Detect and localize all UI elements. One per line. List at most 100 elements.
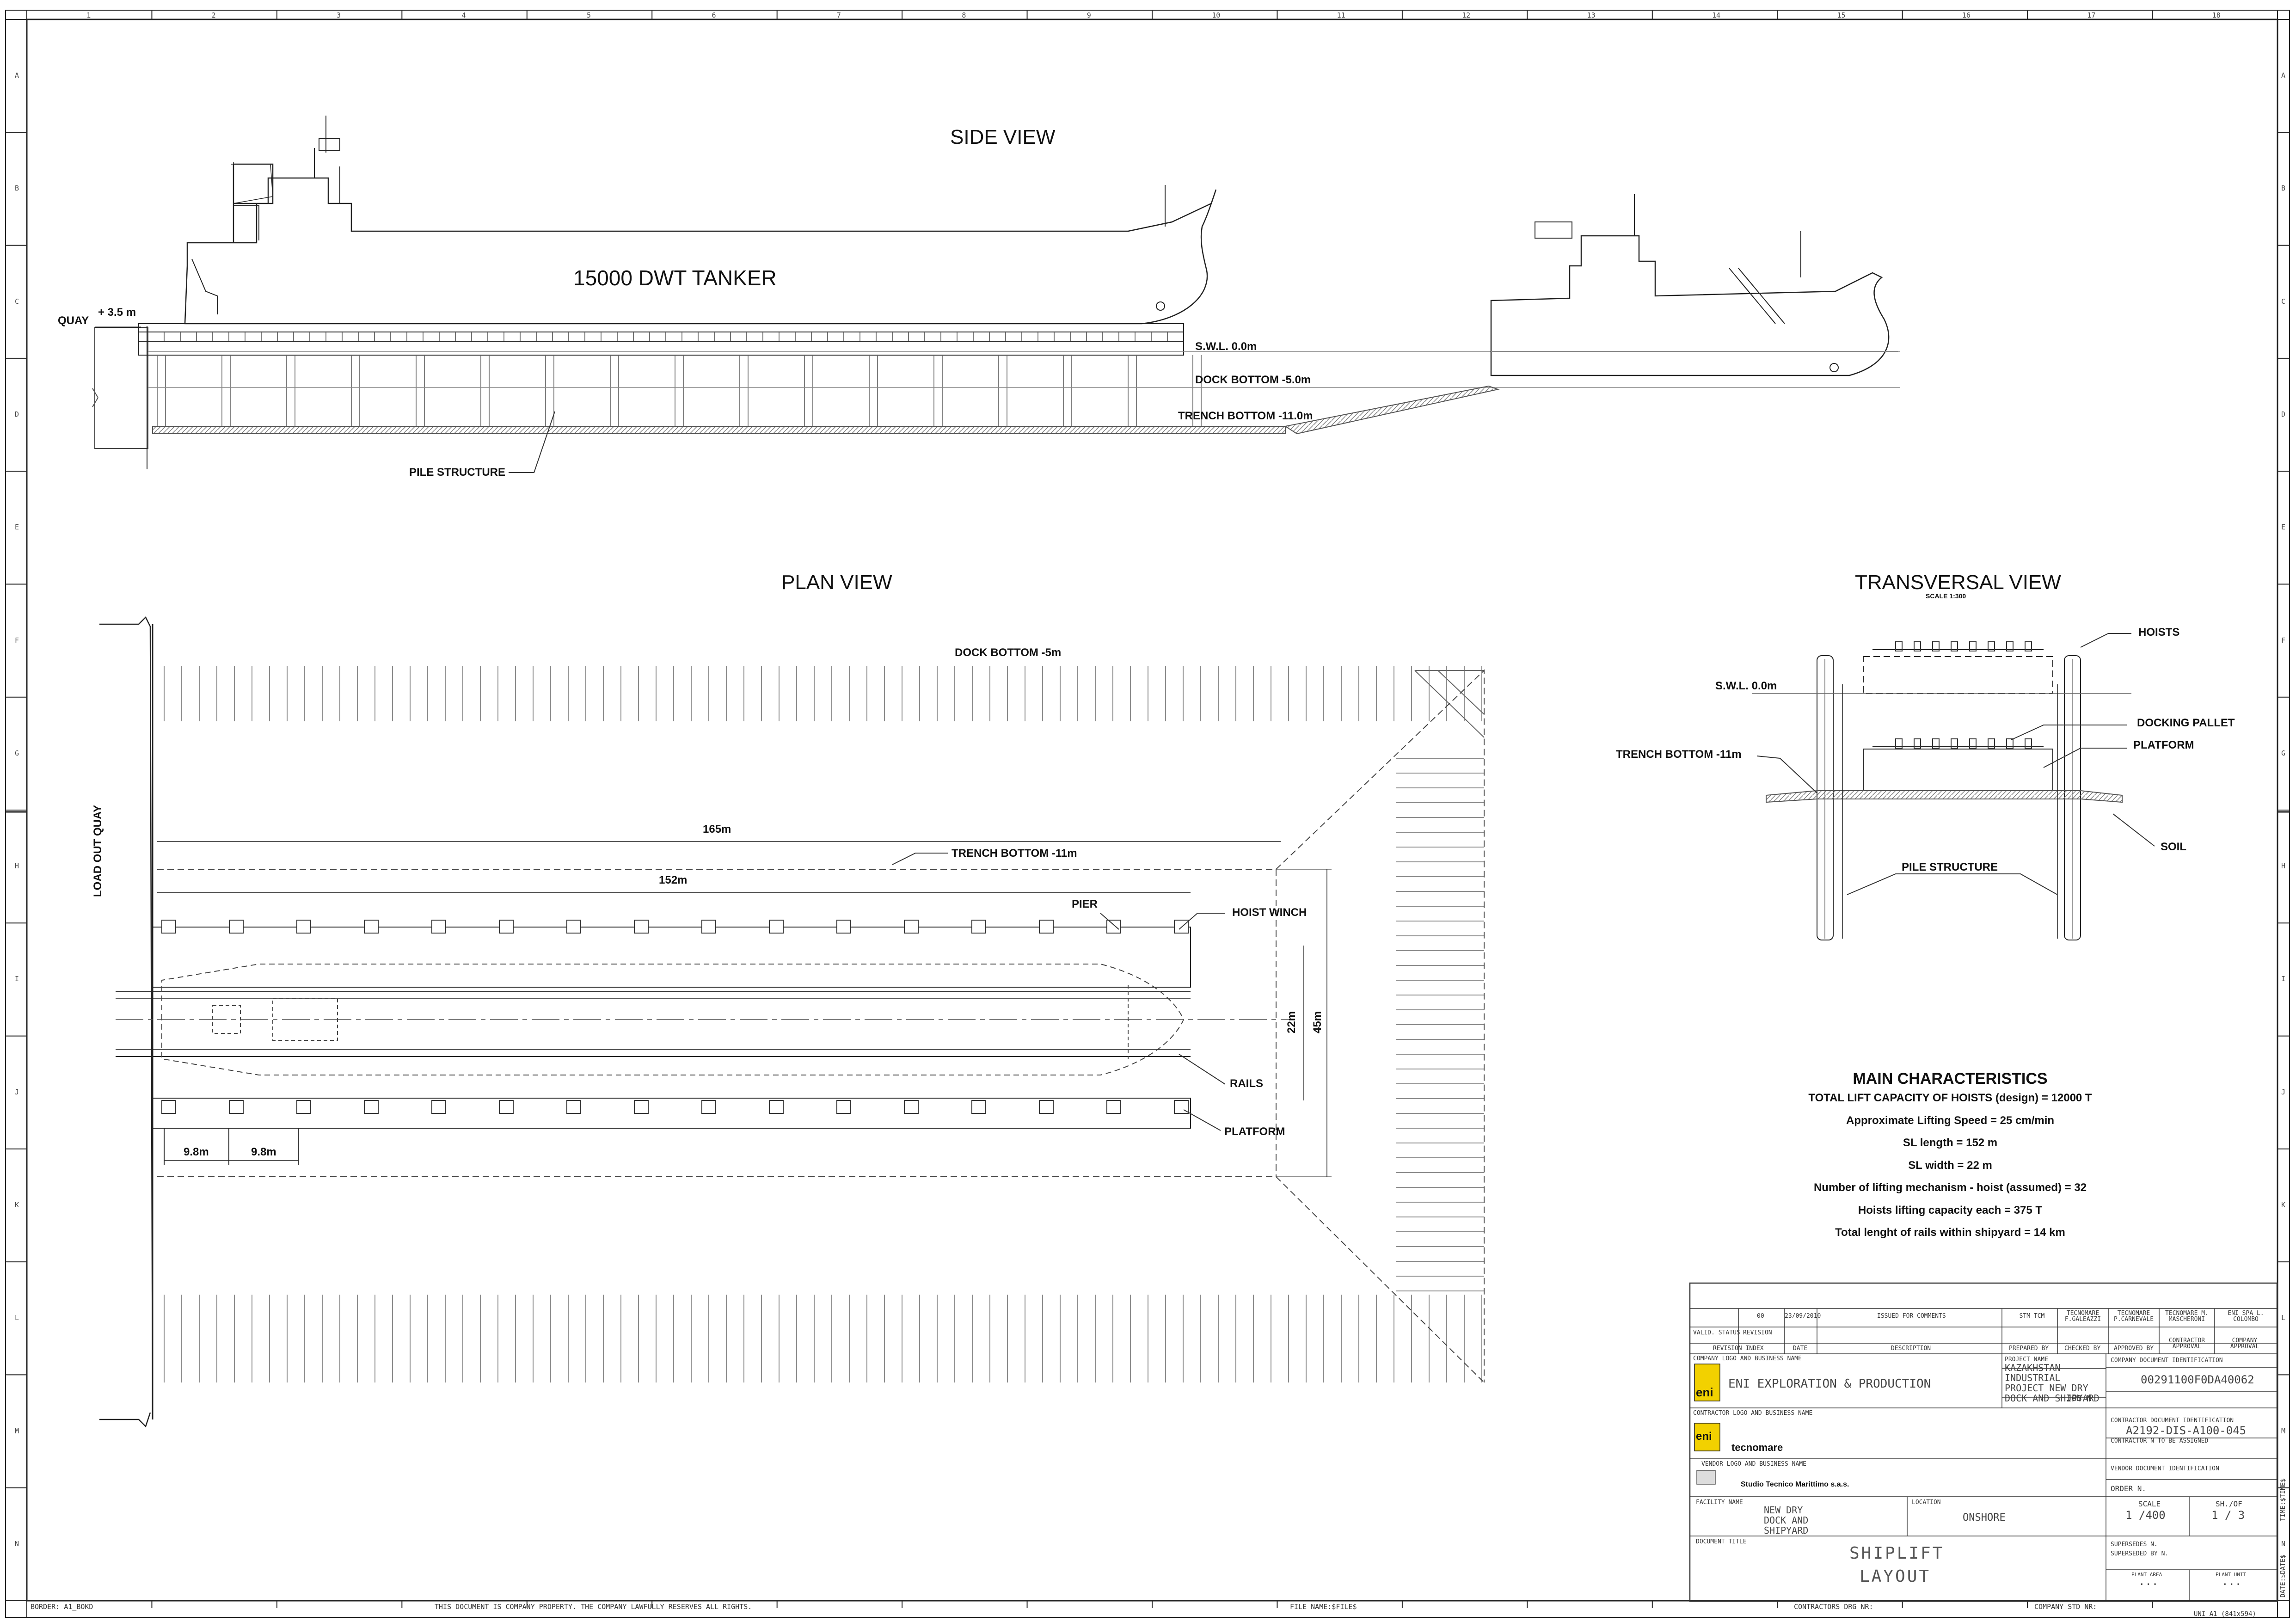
hoist-winch <box>229 1100 244 1114</box>
pallet-block <box>1914 641 1921 651</box>
tb-h-checked: CHECKED BY <box>2064 1345 2101 1352</box>
dim-152-label: 152m <box>659 874 688 886</box>
tb-h-contr-appr: CONTRACTOR APPROVAL <box>2168 1337 2205 1350</box>
dim-98b-label: 9.8m <box>251 1146 276 1158</box>
row-label-right: A <box>2281 71 2286 80</box>
tb-approved: TECNOMARE P.CARNEVALE <box>2113 1310 2154 1323</box>
col-label: 17 <box>2087 11 2096 19</box>
row-label-left: G <box>15 749 19 757</box>
hoist-winch <box>431 1100 446 1114</box>
pallet-block <box>1951 738 1958 749</box>
footer-file-name: FILE NAME:$FILE$ <box>1290 1603 1357 1611</box>
tb-project-name-line: KAZAKHSTAN <box>2005 1362 2061 1373</box>
row-label-left: F <box>15 636 19 645</box>
characteristic-line: Hoists lifting capacity each = 375 T <box>1858 1204 2043 1216</box>
row-label-right: D <box>2281 410 2286 418</box>
col-label: 4 <box>461 11 466 19</box>
tb-doc-title-2: LAYOUT <box>1860 1567 1931 1586</box>
tb-sheet-label: SH./OF <box>2216 1499 2242 1508</box>
tb-company-logo-label: COMPANY LOGO AND BUSINESS NAME <box>1693 1355 1802 1362</box>
drawing-border <box>5 10 2290 1618</box>
col-label: 15 <box>1837 11 1846 19</box>
hoist-winch <box>836 920 851 934</box>
hoist-winch <box>1106 1100 1121 1114</box>
dim-45-label: 45m <box>1311 1011 1324 1033</box>
tb-vendor-name: Studio Tecnico Marittimo s.a.s. <box>1741 1481 1849 1488</box>
row-label-right: J <box>2281 1087 2286 1096</box>
tb-checked: TECNOMARE F.GALEAZZI <box>2064 1310 2101 1323</box>
col-label: 9 <box>1087 11 1091 19</box>
tb-doc-title-1: SHIPLIFT <box>1849 1544 1945 1563</box>
tb-vendor-logo-label: VENDOR LOGO AND BUSINESS NAME <box>1701 1461 1806 1468</box>
tb-h-description: DESCRIPTION <box>1891 1345 1931 1352</box>
tb-contractor-name: tecnomare <box>1731 1442 1783 1453</box>
hoist-winch <box>296 920 311 934</box>
plan-dock-bottom-label: DOCK BOTTOM -5m <box>955 646 1062 659</box>
tb-project-name-line: DOCK AND SHIPYARD <box>2005 1393 2100 1404</box>
tb-scale-label: SCALE <box>2138 1499 2161 1508</box>
tb-doc-title-label: DOCUMENT TITLE <box>1696 1538 1747 1545</box>
transversal-view-title: TRANSVERSAL VIEW <box>1855 571 2061 594</box>
row-label-left: I <box>15 975 19 983</box>
tb-plant-area-val: ... <box>2138 1575 2159 1588</box>
tb-h-comp-appr: COMPANY APPROVAL <box>2230 1337 2259 1350</box>
col-label: 18 <box>2212 11 2221 19</box>
tb-facility-line: SHIPYARD <box>1764 1525 1809 1536</box>
pallet-block <box>2006 641 2014 651</box>
tb-contractor-doc-id: A2192-DIS-A100-045 <box>2126 1424 2247 1437</box>
hoist-winch-label: HOIST WINCH <box>1232 906 1307 919</box>
pallet-block <box>1895 641 1903 651</box>
side-time-label: TIME:$TIME$ <box>2279 1478 2287 1521</box>
hoist-winch <box>431 920 446 934</box>
tb-h-date: DATE <box>1793 1345 1808 1352</box>
docking-pallet-label: DOCKING PALLET <box>2137 717 2235 729</box>
tb-contractor-doc-id-label: CONTRACTOR DOCUMENT IDENTIFICATION <box>2111 1417 2234 1424</box>
hoist-winch <box>971 1100 986 1114</box>
row-label-right: H <box>2281 862 2286 871</box>
tb-contractor-logo-label: CONTRACTOR LOGO AND BUSINESS NAME <box>1693 1410 1813 1417</box>
characteristic-line: Approximate Lifting Speed = 25 cm/min <box>1846 1114 2055 1127</box>
row-label-left: C <box>15 297 19 306</box>
tb-plant-area: PLANT AREA <box>2131 1572 2162 1578</box>
characteristics-title: MAIN CHARACTERISTICS <box>1853 1070 2048 1087</box>
side-date-label: DATE:$DATE$ <box>2279 1554 2287 1597</box>
row-label-left: M <box>15 1426 19 1435</box>
footer-company-std: COMPANY STD NR: <box>2034 1603 2097 1611</box>
quay-label: QUAY <box>58 314 89 327</box>
tb-h-revision: REVISION <box>1743 1329 1772 1336</box>
tb-company-doc-id: 00291100F0DA40062 <box>2141 1373 2254 1386</box>
plan-platform-label: PLATFORM <box>1224 1125 1285 1138</box>
row-label-left: B <box>15 184 19 193</box>
tb-project-name-line: INDUSTRIAL <box>2005 1372 2061 1383</box>
tb-supersedes: SUPERSEDES N. <box>2111 1541 2158 1548</box>
characteristic-line: Total lenght of rails within shipyard = … <box>1835 1226 2065 1239</box>
hoist-winch <box>971 920 986 934</box>
hoist-winch <box>296 1100 311 1114</box>
tb-company-approval: ENI SPA L. COLOMBO <box>2228 1310 2264 1323</box>
hoist-winch <box>566 1100 581 1114</box>
tb-h-approved: APPROVED BY <box>2114 1345 2154 1352</box>
row-label-left: N <box>15 1539 19 1548</box>
tanker-hull <box>184 163 1217 325</box>
hoist-winch <box>769 920 784 934</box>
rails-label: RAILS <box>1230 1077 1263 1090</box>
row-label-right: L <box>2281 1314 2286 1322</box>
tb-sheet: 1 / 3 <box>2211 1509 2245 1522</box>
hoist-winch <box>364 1100 379 1114</box>
plan-view-drawing <box>99 616 1485 1428</box>
side-pile-structure-label: PILE STRUCTURE <box>409 466 506 479</box>
col-label: 12 <box>1462 11 1471 19</box>
pallet-block <box>1988 641 1995 651</box>
plan-trench-bottom-label: TRENCH BOTTOM -11m <box>952 847 1077 860</box>
tb-location: ONSHORE <box>1963 1512 2006 1524</box>
col-label: 11 <box>1337 11 1345 19</box>
row-label-right: K <box>2281 1201 2286 1209</box>
pallet-block <box>1969 641 1977 651</box>
pier-label: PIER <box>1072 898 1098 910</box>
row-label-right: M <box>2281 1426 2286 1435</box>
characteristic-line: SL width = 22 m <box>1908 1159 1992 1172</box>
hoist-winch <box>904 920 919 934</box>
footer-border: BORDER: A1_BOKD <box>31 1603 93 1611</box>
tb-job-no: JOB N <box>2067 1394 2092 1403</box>
tv-platform-label: PLATFORM <box>2133 739 2194 751</box>
